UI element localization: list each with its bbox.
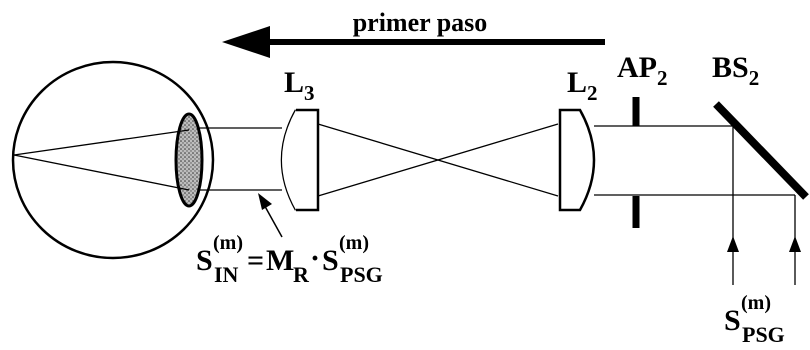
psg-s: S: [724, 304, 741, 337]
direction-label: primer paso: [353, 8, 488, 37]
eq-m-sup-1: (m): [213, 232, 243, 254]
beam-eye-l3: [198, 127, 282, 191]
eq-dot: ·: [310, 242, 320, 275]
beam-l2-bs2: [594, 125, 795, 196]
label-ap2: AP2: [617, 51, 668, 90]
eq-r-sub: R: [293, 262, 310, 287]
beam-splitter-bs2: [713, 101, 809, 200]
eye-outline: [11, 60, 215, 260]
psg-m-sup: (m): [741, 292, 771, 314]
eq-s-in: S: [196, 244, 213, 277]
eq-in-sub: IN: [214, 262, 239, 287]
lens-l3: [280, 108, 320, 212]
psg-sub: PSG: [742, 322, 785, 347]
equation: S (m) IN = M R · S (m) PSG: [196, 232, 383, 287]
direction-arrow: [222, 26, 605, 58]
eye-rays: [13, 129, 190, 191]
label-bs2: BS2: [712, 51, 759, 90]
eye-lens-pupil: [174, 112, 204, 208]
label-l2: L2: [567, 66, 598, 105]
eq-m-sup-2: (m): [339, 232, 369, 254]
beam-crossing: [317, 123, 559, 197]
eq-s-psg: S: [322, 244, 339, 277]
pointer-arrow: [258, 193, 283, 238]
label-l3: L3: [284, 66, 315, 105]
lens-l2: [558, 108, 596, 212]
input-arrow-left: [727, 236, 739, 252]
psg-label: S (m) PSG: [724, 292, 785, 347]
eq-equals: =: [247, 244, 264, 277]
eq-m: M: [266, 244, 294, 277]
eq-psg-sub: PSG: [340, 262, 383, 287]
input-arrow-right: [789, 236, 801, 252]
